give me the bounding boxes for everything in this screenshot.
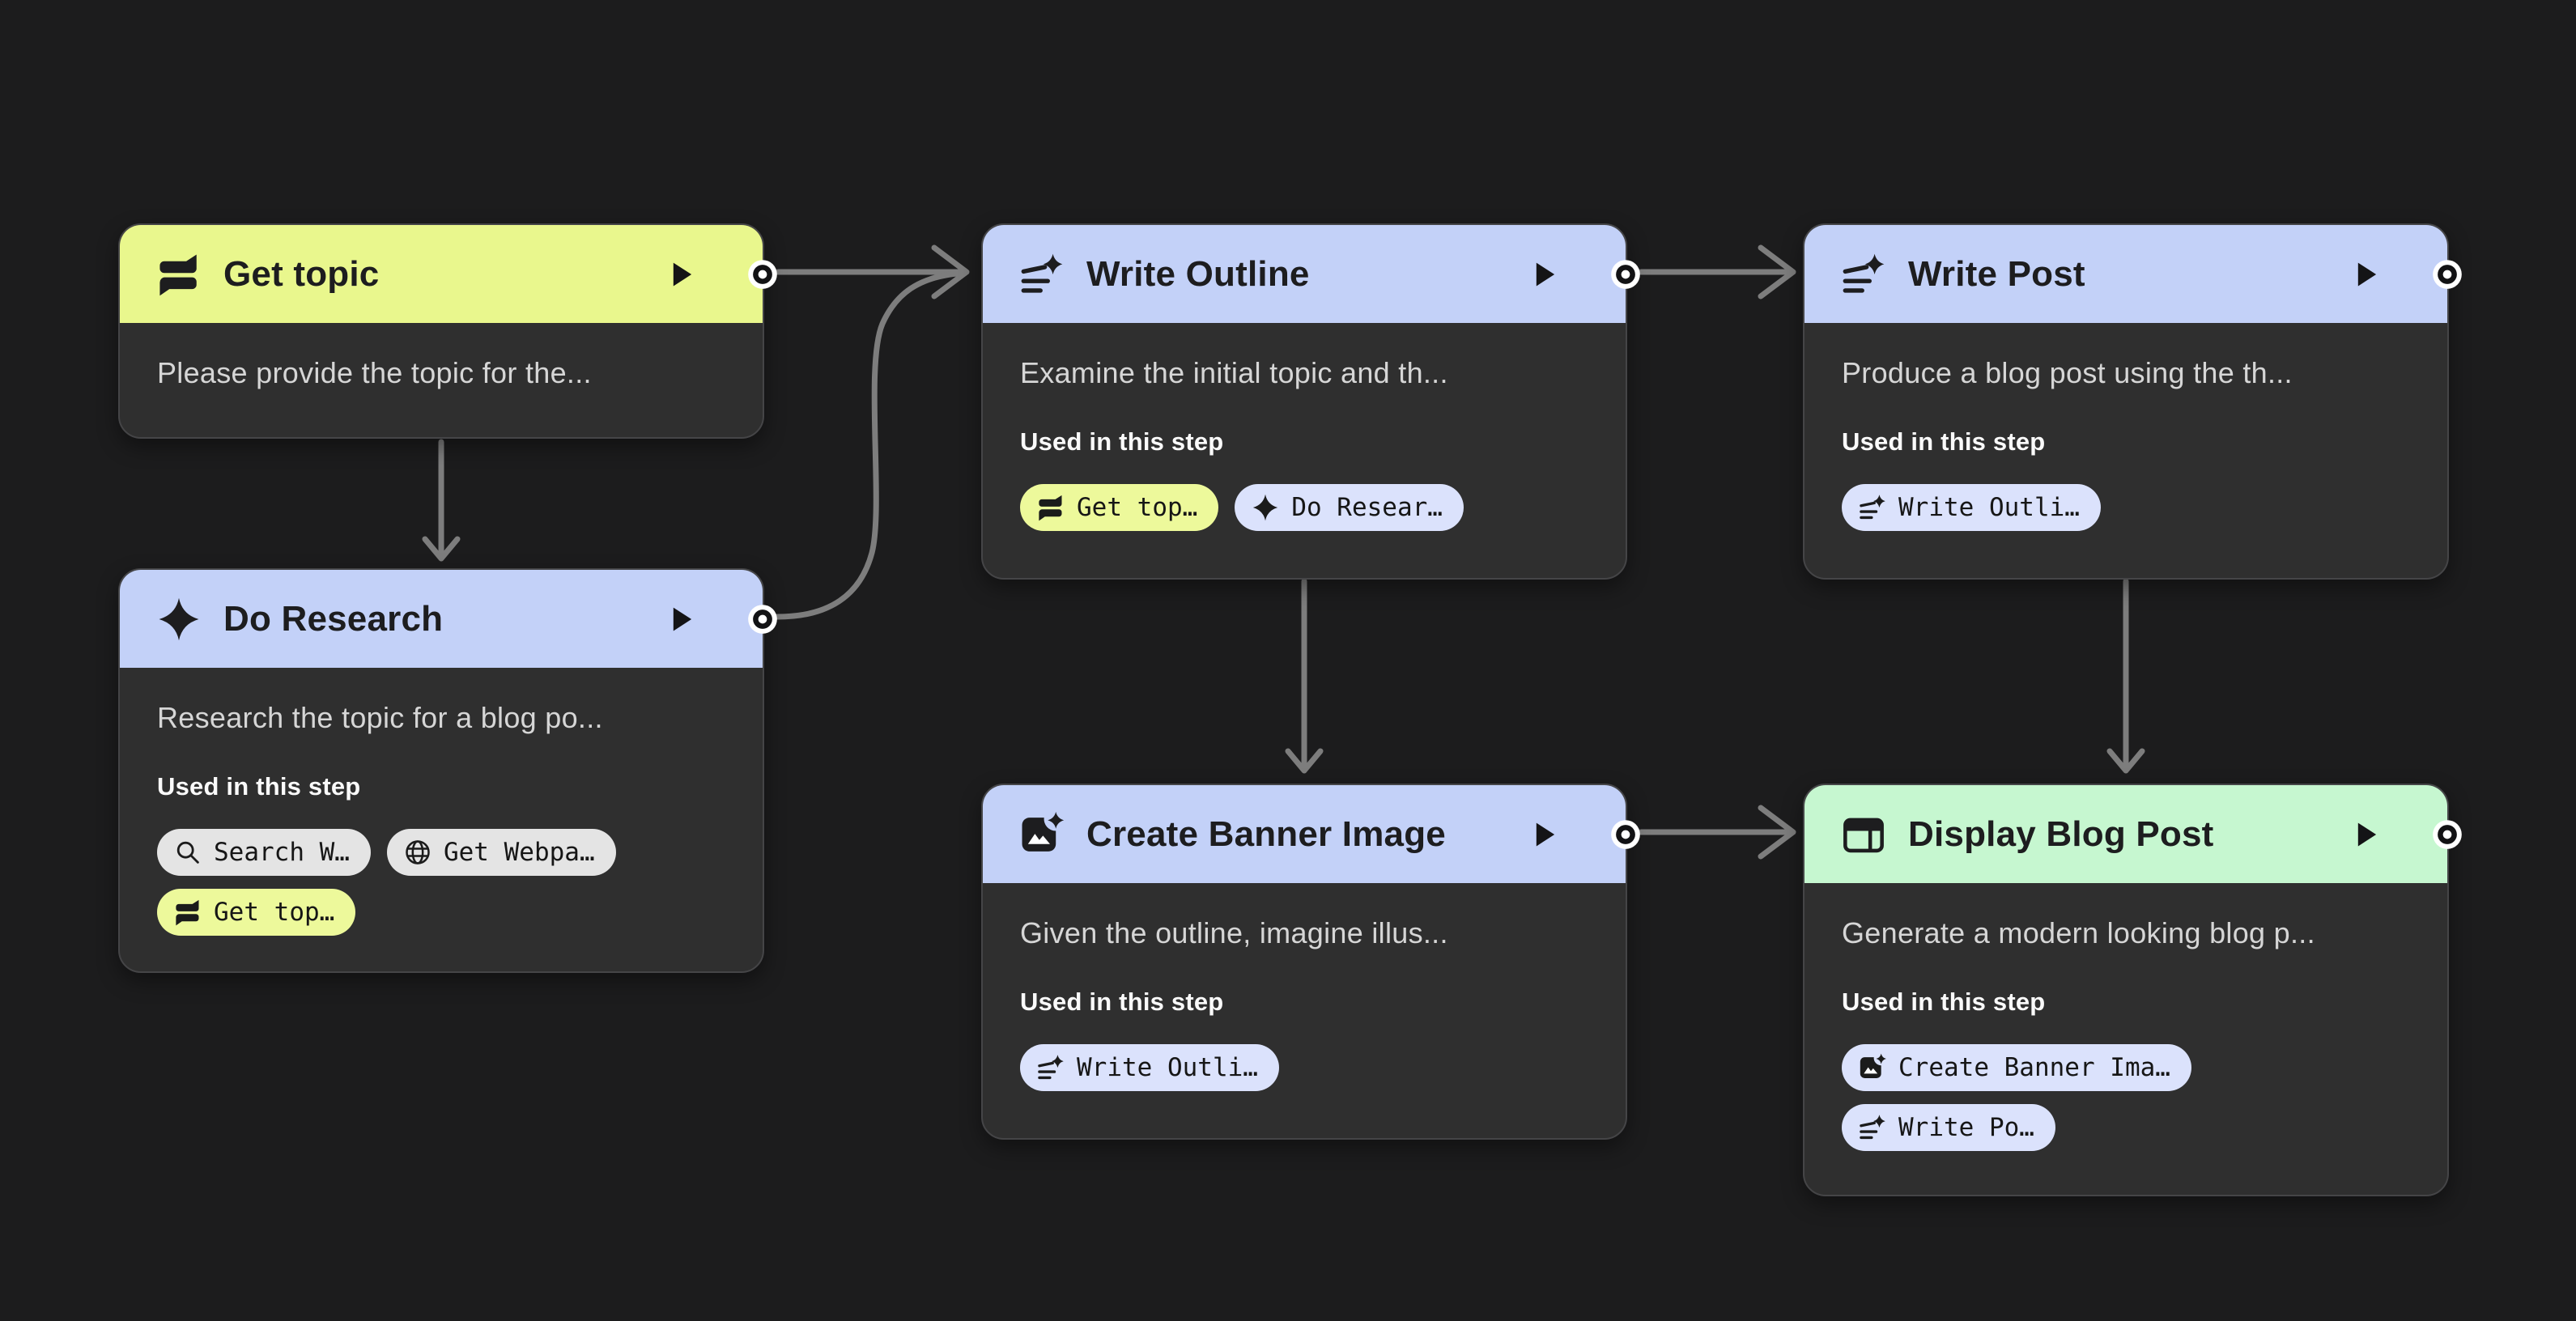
chip-list: Write Outli…	[1842, 484, 2410, 532]
chip-write-outline[interactable]: Write Outli…	[1020, 1044, 1279, 1092]
node-header[interactable]: Display Blog Post	[1804, 785, 2447, 883]
node-do-research[interactable]: Do Research Research the topic for a blo…	[118, 568, 764, 973]
used-in-step-label: Used in this step	[1842, 427, 2046, 457]
writing-spark-icon	[1036, 1053, 1065, 1082]
chip-label: Write Po…	[1898, 1113, 2034, 1143]
play-button[interactable]	[1527, 257, 1561, 291]
play-button[interactable]	[664, 602, 698, 636]
chip-get-topic[interactable]: Get top…	[157, 889, 356, 937]
node-display-blog-post[interactable]: Display Blog Post Generate a modern look…	[1803, 784, 2449, 1196]
output-port[interactable]	[2432, 259, 2463, 290]
edge-write-post-to-display-blog-post[interactable]	[2106, 578, 2145, 774]
spark-icon	[155, 596, 202, 643]
edge-get-topic-to-do-research[interactable]	[422, 439, 461, 562]
search-icon	[173, 838, 202, 867]
used-in-step-label: Used in this step	[1020, 988, 1224, 1017]
node-title: Do Research	[223, 598, 444, 639]
chip-label: Do Resear…	[1291, 493, 1443, 523]
chip-write-outline[interactable]: Write Outli…	[1842, 484, 2101, 532]
chip-do-research[interactable]: Do Resear…	[1235, 484, 1464, 532]
writing-spark-icon	[1018, 251, 1065, 298]
chip-search-web[interactable]: Search W…	[157, 829, 371, 877]
chip-list: Create Banner Ima… Write Po…	[1842, 1044, 2410, 1152]
node-title: Get topic	[223, 253, 380, 294]
edge-create-banner-image-to-display-blog-post[interactable]	[1638, 805, 1796, 860]
chip-get-topic[interactable]: Get top…	[1020, 484, 1219, 532]
used-in-step-label: Used in this step	[157, 772, 361, 801]
node-header[interactable]: Do Research	[120, 570, 763, 668]
node-description: Given the outline, imagine illus...	[1020, 916, 1448, 949]
globe-icon	[403, 838, 432, 867]
edge-write-outline-to-write-post[interactable]	[1638, 244, 1796, 299]
image-spark-icon	[1018, 811, 1065, 858]
output-port[interactable]	[1610, 259, 1641, 290]
node-title: Display Blog Post	[1908, 813, 2214, 854]
chip-label: Get Webpa…	[443, 838, 595, 868]
chip-get-webpage[interactable]: Get Webpa…	[386, 829, 616, 877]
output-port[interactable]	[747, 259, 778, 290]
play-button[interactable]	[664, 257, 698, 291]
node-description: Please provide the topic for the...	[157, 356, 592, 389]
chip-label: Get top…	[1077, 493, 1198, 523]
chip-label: Search W…	[214, 838, 350, 868]
node-header[interactable]: Get topic	[120, 225, 763, 323]
node-write-outline[interactable]: Write Outline Examine the initial topic …	[981, 223, 1627, 580]
play-button[interactable]	[2349, 818, 2383, 852]
edge-do-research-to-write-outline[interactable]	[774, 270, 960, 620]
chat-icon	[173, 898, 202, 927]
chip-label: Create Banner Ima…	[1898, 1053, 2170, 1083]
output-port[interactable]	[747, 604, 778, 635]
edge-get-topic-to-write-outline[interactable]	[775, 244, 970, 299]
chat-icon	[1036, 493, 1065, 522]
used-in-step-label: Used in this step	[1842, 988, 2046, 1017]
play-button[interactable]	[2349, 257, 2383, 291]
layout-icon	[1840, 811, 1887, 858]
node-description: Examine the initial topic and th...	[1020, 356, 1448, 389]
chip-label: Write Outli…	[1898, 493, 2080, 523]
writing-spark-icon	[1858, 493, 1887, 522]
node-description: Generate a modern looking blog p...	[1842, 916, 2315, 949]
writing-spark-icon	[1840, 251, 1887, 298]
output-port[interactable]	[2432, 819, 2463, 850]
node-get-topic[interactable]: Get topic Please provide the topic for t…	[118, 223, 764, 439]
chip-label: Get top…	[214, 898, 335, 928]
node-header[interactable]: Write Outline	[983, 225, 1626, 323]
chat-icon	[155, 251, 202, 298]
node-create-banner-image[interactable]: Create Banner Image Given the outline, i…	[981, 784, 1627, 1140]
chip-list: Write Outli…	[1020, 1044, 1588, 1092]
play-button[interactable]	[1527, 818, 1561, 852]
image-spark-icon	[1858, 1053, 1887, 1082]
writing-spark-icon	[1858, 1113, 1887, 1142]
used-in-step-label: Used in this step	[1020, 427, 1224, 457]
node-header[interactable]: Write Post	[1804, 225, 2447, 323]
node-title: Write Post	[1908, 253, 2085, 294]
node-description: Research the topic for a blog po...	[157, 701, 603, 734]
node-title: Write Outline	[1086, 253, 1310, 294]
spark-icon	[1251, 493, 1280, 522]
node-title: Create Banner Image	[1086, 813, 1446, 854]
output-port[interactable]	[1610, 819, 1641, 850]
node-header[interactable]: Create Banner Image	[983, 785, 1626, 883]
edge-write-outline-to-create-banner-image[interactable]	[1285, 578, 1324, 774]
node-write-post[interactable]: Write Post Produce a blog post using the…	[1803, 223, 2449, 580]
chip-write-post[interactable]: Write Po…	[1842, 1104, 2055, 1152]
node-description: Produce a blog post using the th...	[1842, 356, 2293, 389]
chip-list: Get top… Do Resear…	[1020, 484, 1588, 532]
chip-label: Write Outli…	[1077, 1053, 1258, 1083]
chip-list: Search W… Get Webpa… Get top…	[157, 829, 725, 937]
chip-create-banner-image[interactable]: Create Banner Ima…	[1842, 1044, 2191, 1092]
